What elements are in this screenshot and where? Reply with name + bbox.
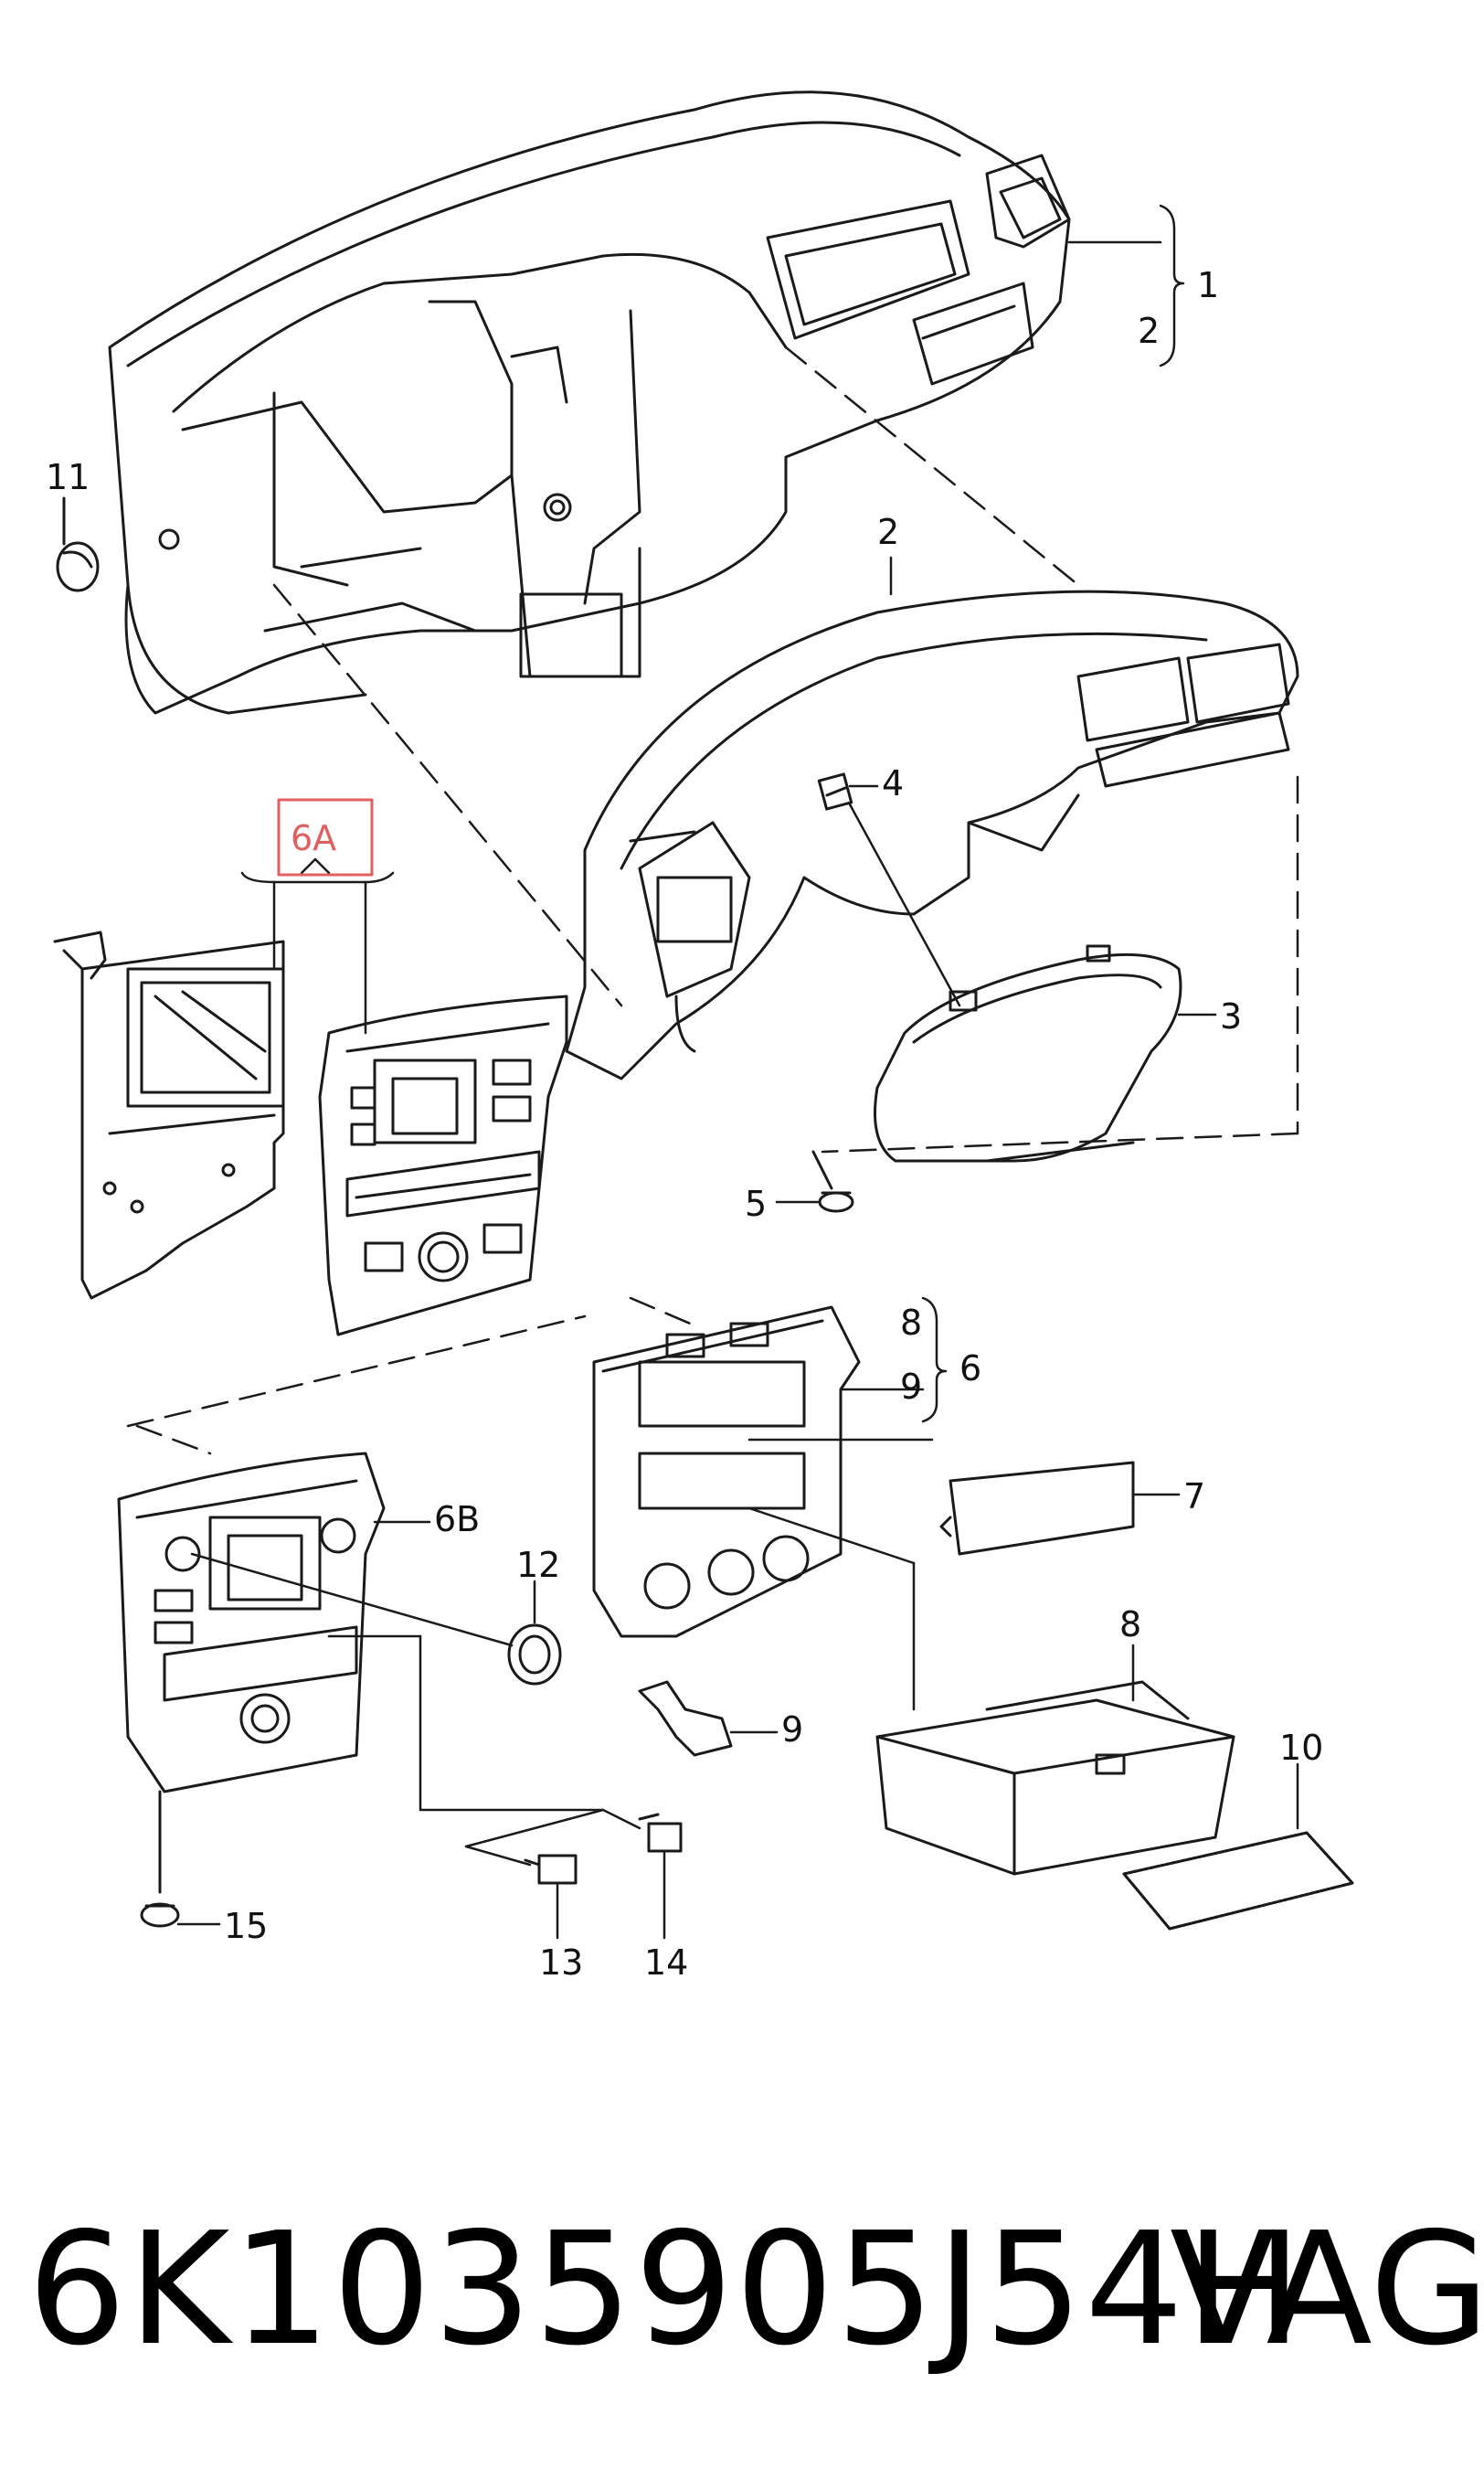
callout-2-brace: 2 — [1138, 311, 1160, 351]
callout-7: 7 — [1183, 1476, 1205, 1516]
callout-15: 15 — [224, 1906, 268, 1946]
callout-13: 13 — [539, 1942, 583, 1983]
footer: 6K1035905J54H VAG — [0, 2194, 1484, 2413]
storage-box-part-8 — [875, 1680, 1235, 1876]
screw-part-15 — [140, 1790, 180, 1928]
callout-6b: 6B — [434, 1499, 480, 1539]
display-board-part-6a — [53, 931, 285, 1300]
highlight-box-6a — [277, 798, 374, 877]
brand-label: VAG — [1170, 2199, 1484, 2380]
cluster-housing-part-2 — [565, 590, 1299, 1080]
callout-5: 5 — [745, 1184, 767, 1224]
callout-8-brace: 8 — [900, 1303, 922, 1343]
cap-part-11 — [56, 496, 100, 592]
front-panel-part-6a — [318, 995, 568, 1336]
clip-part-9 — [638, 1680, 733, 1757]
leader-lines — [176, 204, 1299, 1940]
dashboard-panel — [108, 90, 1071, 715]
callout-1: 1 — [1197, 265, 1219, 305]
callout-14: 14 — [644, 1942, 688, 1983]
clip-part-14 — [638, 1813, 683, 1853]
callout-3: 3 — [1220, 996, 1242, 1037]
clip-part-13 — [524, 1854, 578, 1885]
callout-9: 9 — [781, 1709, 803, 1750]
callout-4: 4 — [882, 763, 904, 803]
part-number: 6K1035905J54H — [27, 2199, 1305, 2380]
callout-2: 2 — [877, 512, 899, 552]
callout-9-brace: 9 — [900, 1367, 922, 1407]
callout-12: 12 — [516, 1545, 560, 1585]
knob-part-12 — [507, 1623, 562, 1686]
callout-6: 6 — [959, 1348, 981, 1389]
cover-plate-part-7 — [939, 1461, 1135, 1556]
callout-6a: 6A — [291, 818, 336, 858]
console-frame-part-6 — [592, 1305, 861, 1638]
clip-part-4 — [817, 772, 853, 811]
front-panel-part-6b — [117, 1452, 386, 1793]
exploded-parts-diagram: 1 2 2 3 4 5 6 6A 6B 7 8 8 9 9 10 11 12 1… — [46, 90, 1354, 1983]
callout-11: 11 — [46, 457, 90, 497]
cluster-bezel-part-3 — [874, 944, 1182, 1163]
callout-10: 10 — [1279, 1728, 1323, 1768]
callout-8: 8 — [1119, 1604, 1141, 1644]
mat-part-10 — [1122, 1831, 1354, 1931]
screw-part-5 — [811, 1150, 854, 1213]
assembly-lines — [126, 346, 1299, 1455]
